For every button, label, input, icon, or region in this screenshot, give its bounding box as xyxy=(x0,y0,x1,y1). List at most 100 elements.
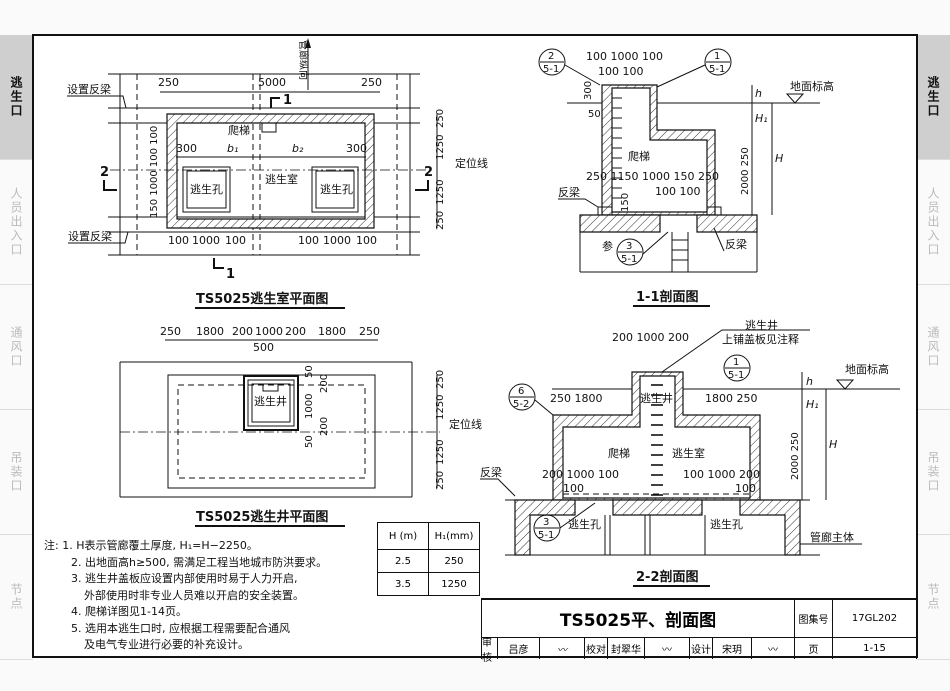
note-line: 注: 1. H表示管廊覆土厚度, H₁=H−2250。 xyxy=(44,539,258,552)
dim: 300 xyxy=(583,81,594,100)
tab-ventilation[interactable]: 通风口 xyxy=(917,285,950,410)
tab-label: 逃生口 xyxy=(9,76,23,118)
beam-label: 设置反梁 xyxy=(67,82,111,96)
tab-personnel-entry[interactable]: 人员出入口 xyxy=(0,160,33,285)
tab-escape[interactable]: 逃生口 xyxy=(917,35,950,160)
dim: 100 xyxy=(225,234,246,247)
dim: 1800 xyxy=(196,325,224,338)
ref-num: 3 xyxy=(543,517,549,528)
ref-num: 1 xyxy=(714,51,720,62)
dim: 200 1000 100 xyxy=(542,468,619,481)
design-label: 设计 xyxy=(690,638,713,659)
hole-label: 逃生孔 xyxy=(190,182,223,196)
table-cell: 1250 xyxy=(428,572,480,596)
beam-label: 反梁 xyxy=(480,465,502,479)
notes: 注: 1. H表示管廊覆土厚度, H₁=H−2250。 2. 出地面高h≥500… xyxy=(44,538,327,654)
dim: 150 1000 100 100 xyxy=(149,126,160,218)
page-number: 1-15 xyxy=(833,638,917,659)
plan-title: TS5025逃生室平面图 xyxy=(196,291,328,307)
tab-hoisting[interactable]: 吊装口 xyxy=(0,410,33,535)
escape-hole-left xyxy=(182,166,231,213)
reviewer-signature: 〰 xyxy=(540,638,585,659)
escape-shaft-plan: 250 1800 200 1000 200 1800 250 500 逃生井 5… xyxy=(119,325,482,527)
direction-label: 管廊纵向 xyxy=(297,40,310,80)
review-label: 审核 xyxy=(481,638,498,664)
dim: 50 xyxy=(588,109,601,120)
designer-name: 宋玥 xyxy=(713,638,752,659)
ladder-label: 爬梯 xyxy=(228,124,250,137)
dim: 100 1000 100 xyxy=(586,50,663,63)
reviewer-name: 吕彦 xyxy=(498,638,540,659)
dim: 300 xyxy=(176,142,197,155)
tab-hoisting[interactable]: 吊装口 xyxy=(917,410,950,535)
gallery-label: 管廊主体 xyxy=(810,530,854,544)
note-line: 4. 爬梯详图见1-14页。 xyxy=(71,605,187,618)
dim: 100 xyxy=(298,234,319,247)
tab-escape[interactable]: 逃生口 xyxy=(0,35,33,160)
dim: 100 xyxy=(563,482,584,495)
dim: 250 1150 1000 150 250 xyxy=(586,170,719,183)
tab-label: 吊装口 xyxy=(9,451,23,493)
tab-label: 节点 xyxy=(926,583,940,611)
room-label: 逃生室 xyxy=(672,446,705,460)
detail-ref-3-5-1[interactable]: 35-1 xyxy=(616,238,644,266)
designer-signature: 〰 xyxy=(752,638,795,659)
ref-sheet: 5-1 xyxy=(728,370,744,381)
tab-label: 通风口 xyxy=(926,326,940,368)
beam-label: 反梁 xyxy=(558,185,580,199)
dim: 100 1000 200 xyxy=(683,468,760,481)
left-section-tabs: 逃生口 人员出入口 通风口 吊装口 节点 xyxy=(0,35,33,660)
tab-nodes[interactable]: 节点 xyxy=(0,535,33,660)
ref-num: 3 xyxy=(626,241,632,252)
ground-level-label: 地面标高 xyxy=(790,79,834,93)
tab-label: 人员出入口 xyxy=(9,187,23,257)
room-wall xyxy=(166,113,375,229)
hole-label: 逃生孔 xyxy=(568,517,601,531)
dim: 2000 250 xyxy=(790,432,801,480)
dim: 1000 xyxy=(255,325,283,338)
dim: 200 xyxy=(232,325,253,338)
check-label: 校对 xyxy=(585,638,608,659)
detail-ref-1-5-1[interactable]: 15-1 xyxy=(723,354,751,382)
axis-line-label: 定位线 xyxy=(455,156,488,170)
table-header: H (m) xyxy=(377,522,429,550)
axis-line-label: 定位线 xyxy=(449,417,482,431)
ref-prefix: 参 xyxy=(602,239,613,253)
tab-label: 逃生口 xyxy=(926,76,940,118)
detail-ref-6-5-2[interactable]: 65-2 xyxy=(508,383,536,411)
drawing-title: TS5025平、剖面图 xyxy=(481,600,795,638)
ladder-label: 爬梯 xyxy=(628,150,650,163)
ref-num: 6 xyxy=(518,386,524,397)
dim: 100 100 xyxy=(655,185,701,198)
dim: 1250 xyxy=(435,440,446,465)
dim: 100 xyxy=(356,234,377,247)
shaft-label: 逃生井 xyxy=(640,391,673,405)
tab-nodes[interactable]: 节点 xyxy=(917,535,950,660)
tab-label: 人员出入口 xyxy=(926,187,940,257)
shaft-note: 上铺盖板见注释 xyxy=(722,332,799,346)
note-line: 5. 选用本逃生口时, 应根据工程需要配合通风 xyxy=(71,621,290,635)
ref-num: 1 xyxy=(733,357,739,368)
dim: 1000 xyxy=(192,234,220,247)
tab-personnel-entry[interactable]: 人员出入口 xyxy=(917,160,950,285)
ref-sheet: 5-2 xyxy=(513,399,529,410)
dim: 100 xyxy=(735,482,756,495)
detail-ref-1-5-1[interactable]: 15-1 xyxy=(704,48,732,76)
dim: 200 xyxy=(319,374,330,393)
dim: 250 xyxy=(435,109,446,128)
hole-label: 逃生孔 xyxy=(320,182,353,196)
tab-ventilation[interactable]: 通风口 xyxy=(0,285,33,410)
dim: 100 100 xyxy=(598,65,644,78)
shaft-label: 逃生井 xyxy=(254,394,287,408)
ref-sheet: 5-1 xyxy=(621,254,637,265)
title-block: TS5025平、剖面图 图集号 17GL202 审核 吕彦 〰 校对 封翠华 〰… xyxy=(481,598,917,664)
tab-label: 吊装口 xyxy=(926,451,940,493)
dim: 250 xyxy=(435,211,446,230)
dim: 200 1000 200 xyxy=(612,331,689,344)
detail-ref-3-5-1[interactable]: 35-1 xyxy=(533,514,561,542)
detail-ref-2-5-1[interactable]: 25-1 xyxy=(538,48,566,76)
note-line: 及电气专业进行必要的补充设计。 xyxy=(84,638,249,651)
